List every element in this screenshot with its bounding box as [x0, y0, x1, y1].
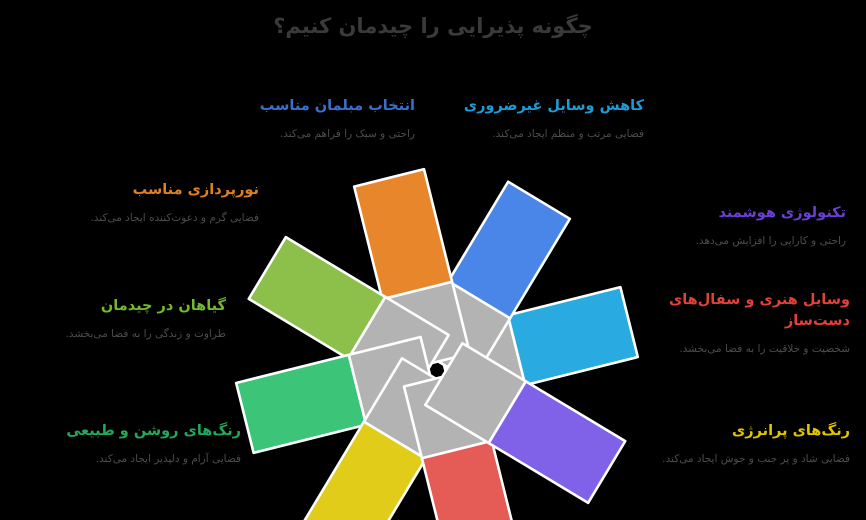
label-title-reduce-clutter: کاهش وسایل غیرضروری — [463, 98, 644, 114]
blade-group — [234, 167, 640, 520]
label-plants[interactable]: گیاهان در چیدمان طراوت و زندگی را به فضا… — [16, 296, 226, 343]
label-desc-lighting: فضایی گرم و دعوت‌کننده ایجاد می‌کند. — [90, 212, 259, 225]
label-desc-plants: طراوت و زندگی را به فضا می‌بخشد. — [65, 328, 226, 341]
label-title-lighting: نورپردازی مناسب — [132, 182, 259, 198]
label-desc-light-colors: فضایی آرام و دلپذیر ایجاد می‌کند. — [95, 453, 241, 466]
label-desc-reduce-clutter: فضایی مرتب و منظم ایجاد می‌کند. — [492, 128, 644, 141]
label-light-colors[interactable]: رنگ‌های روشن و طبیعی فضایی آرام و دلپذیر… — [16, 421, 241, 468]
blade-plants-inner — [346, 295, 450, 399]
label-title-energetic-colors: رنگ‌های پرانرژی — [731, 423, 850, 439]
label-desc-art-ceramics: شخصیت و خلاقیت را به فضا می‌بخشد. — [679, 343, 850, 356]
label-furniture[interactable]: انتخاب مبلمان مناسب راحتی و سبک را فراهم… — [225, 96, 415, 143]
blade-reduce-clutter-inner — [434, 313, 527, 405]
label-desc-smart-tech: راحتی و کارایی را افزایش می‌دهد. — [695, 235, 846, 248]
blade-smart-tech-inner — [424, 341, 528, 445]
blade-reduce-clutter[interactable] — [506, 285, 640, 387]
blade-light-colors[interactable] — [234, 353, 368, 455]
blade-furniture[interactable] — [447, 180, 572, 320]
blade-energetic-colors-inner — [362, 357, 466, 461]
label-title-furniture: انتخاب مبلمان مناسب — [259, 98, 415, 114]
label-title-smart-tech: تکنولوژی هوشمند — [718, 205, 846, 221]
label-title-plants: گیاهان در چیدمان — [100, 298, 226, 314]
label-desc-furniture: راحتی و سبک را فراهم می‌کند. — [279, 128, 415, 141]
blade-art-ceramics[interactable] — [420, 439, 520, 520]
blade-smart-tech[interactable] — [487, 380, 627, 505]
blade-plants[interactable] — [247, 235, 387, 360]
label-title-light-colors: رنگ‌های روشن و طبیعی — [66, 423, 241, 439]
label-smart-tech[interactable]: تکنولوژی هوشمند راحتی و کارایی را افزایش… — [616, 203, 846, 250]
label-reduce-clutter[interactable]: کاهش وسایل غیرضروری فضایی مرتب و منظم ای… — [444, 96, 644, 143]
label-desc-energetic-colors: فضایی شاد و پر جنب و جوش ایجاد می‌کند. — [662, 453, 850, 466]
blade-art-ceramics-inner — [402, 367, 494, 460]
blade-lighting-inner — [380, 280, 472, 373]
label-art-ceramics[interactable]: وسایل هنری و سفال‌های دست‌ساز شخصیت و خل… — [632, 290, 850, 358]
label-energetic-colors[interactable]: رنگ‌های پرانرژی فضایی شاد و پر جنب و جوش… — [640, 421, 850, 468]
blade-energetic-colors[interactable] — [303, 420, 427, 520]
page-title: چگونه پذیرایی را چیدمان کنیم؟ — [273, 14, 593, 38]
label-title-art-ceramics: وسایل هنری و سفال‌های دست‌ساز — [668, 292, 850, 330]
blade-furniture-inner — [408, 279, 512, 383]
label-lighting[interactable]: نورپردازی مناسب فضایی گرم و دعوت‌کننده ا… — [59, 180, 259, 227]
blade-light-colors-inner — [347, 335, 440, 427]
blade-lighting[interactable] — [352, 167, 454, 301]
